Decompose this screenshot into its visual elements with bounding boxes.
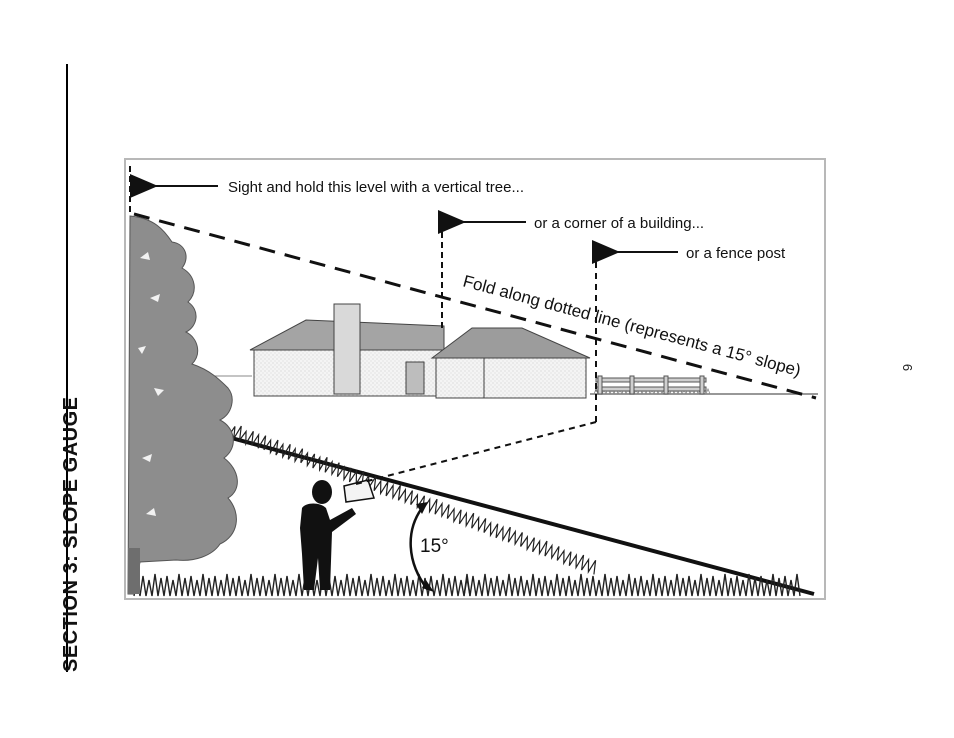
slope-gauge-figure: Sight and hold this level with a vertica… bbox=[124, 158, 826, 600]
label-fence: or a fence post bbox=[686, 245, 786, 262]
fence bbox=[595, 375, 707, 395]
foreground-grass-right bbox=[463, 573, 801, 597]
label-building: or a corner of a building... bbox=[534, 215, 704, 232]
angle-arc bbox=[409, 507, 429, 591]
page-margin-rule bbox=[66, 64, 68, 672]
page-number: 6 bbox=[900, 363, 916, 372]
section-heading: SECTION 3: SLOPE GAUGE bbox=[60, 396, 82, 672]
sight-line bbox=[355, 421, 597, 485]
tree bbox=[127, 215, 238, 595]
angle-arc-arrow-bottom bbox=[422, 580, 434, 592]
slope-grass bbox=[227, 425, 597, 575]
house bbox=[249, 303, 591, 399]
angle-arc-arrow-top bbox=[416, 502, 428, 514]
label-angle: 15° bbox=[420, 536, 449, 557]
fold-line-15-degree bbox=[133, 212, 817, 400]
foreground-grass bbox=[133, 573, 471, 597]
label-tree: Sight and hold this level with a vertica… bbox=[228, 179, 524, 196]
person-silhouette bbox=[300, 480, 356, 590]
slope-gauge-illustration: Sight and hold this level with a vertica… bbox=[124, 158, 826, 600]
hillside-slope bbox=[223, 434, 815, 596]
